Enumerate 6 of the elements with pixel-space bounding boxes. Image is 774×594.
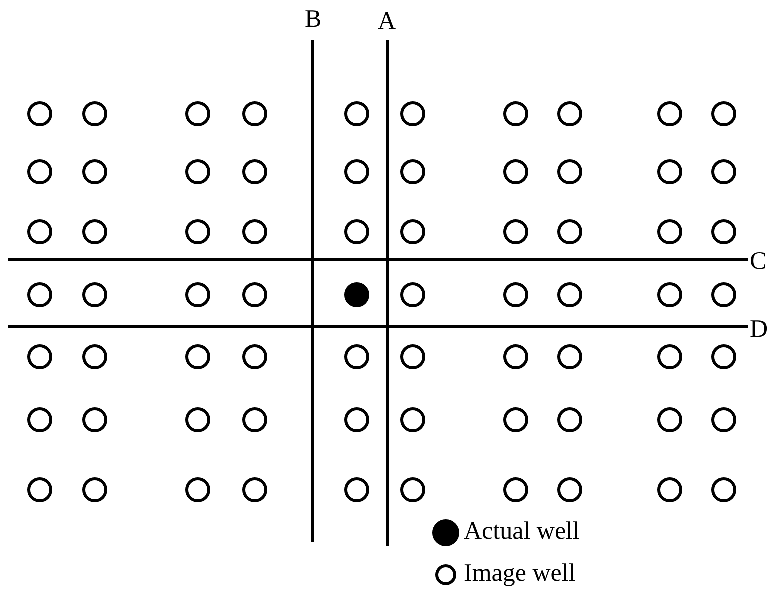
legend-label: Image well [464, 560, 576, 588]
line-label: A [378, 8, 396, 36]
line-label: B [305, 6, 322, 34]
line-label: C [750, 248, 767, 276]
legend-label: Actual well [464, 518, 580, 546]
line-label: D [750, 316, 768, 344]
